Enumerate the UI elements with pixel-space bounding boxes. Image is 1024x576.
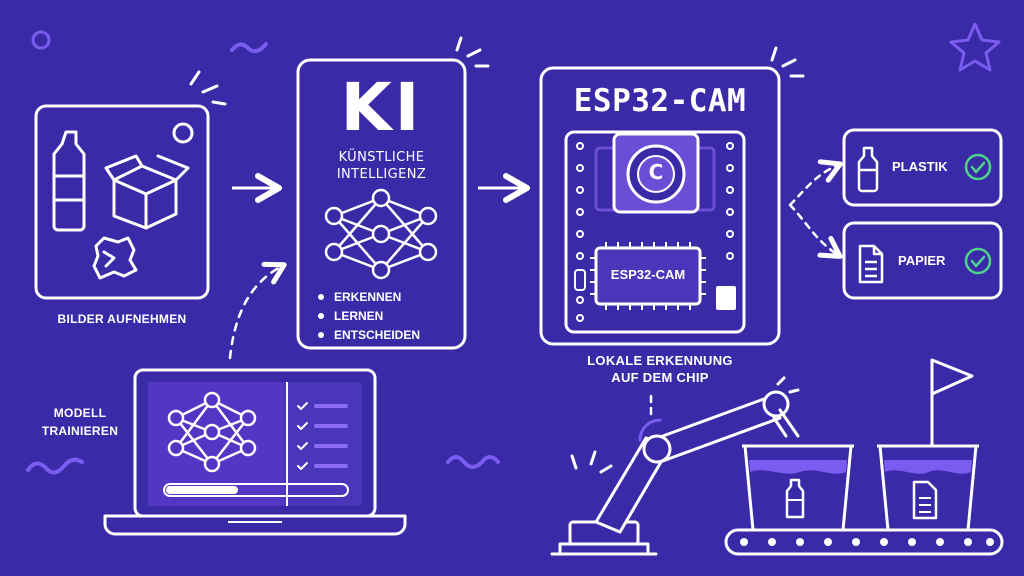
flash-led-icon	[716, 286, 736, 310]
bullet-dot-icon	[318, 293, 324, 300]
ki-card	[296, 58, 467, 350]
arrow-training-to-ki	[228, 261, 287, 360]
deco-squiggle-icon	[230, 42, 268, 54]
ki-bullet-label: LERNEN	[334, 308, 384, 323]
bullet-dot-icon	[318, 331, 324, 338]
esp-caption-line2: AUF DEM CHIP	[611, 370, 709, 385]
box-icon	[104, 154, 190, 230]
bottle-icon	[52, 130, 86, 232]
chip-label: ESP32-CAM	[610, 267, 686, 282]
laptop-icon	[103, 368, 407, 536]
train-model-label-line1: MODELL	[53, 406, 107, 420]
bin-papier-icon	[877, 358, 979, 532]
flag-icon	[930, 358, 974, 396]
crumpled-paper-icon	[92, 236, 138, 280]
ki-bullet-label: ENTSCHEIDEN	[334, 327, 421, 342]
ki-title: KI	[340, 69, 423, 146]
camera-letter: C	[648, 160, 664, 184]
ki-subtitle-line2: INTELLIGENZ	[336, 167, 427, 182]
training-progress-bar	[163, 483, 349, 497]
capture-images-label: BILDER AUFNEHMEN	[57, 312, 187, 326]
output-papier-label: PAPIER	[898, 253, 946, 268]
output-plastik-card	[842, 128, 1003, 207]
bottle-icon	[857, 146, 879, 193]
conveyor-belt-icon	[724, 528, 1004, 556]
ki-subtitle-line1: KÜNSTLICHE	[338, 150, 425, 165]
camera-module-icon	[612, 132, 700, 214]
output-arrows	[788, 159, 843, 259]
laptop-network-icon	[167, 391, 257, 473]
deco-circle-icon	[31, 30, 51, 50]
ki-bullet-item: ERKENNEN	[318, 287, 458, 306]
ki-bullet-item: ENTSCHEIDEN	[318, 325, 458, 344]
esp-caption-line1: LOKALE ERKENNUNG	[587, 353, 733, 368]
output-papier-card	[842, 221, 1003, 300]
background-decorations	[26, 22, 1001, 475]
ki-bullet-label: ERKENNEN	[334, 289, 402, 304]
esp-title: ESP32-CAM	[573, 83, 747, 119]
train-model-label-line2: TRAINIEREN	[41, 424, 119, 438]
spark-marks	[189, 36, 805, 474]
chip-icon	[590, 242, 706, 310]
bullet-dot-icon	[318, 312, 324, 319]
output-plastik-label: PLASTIK	[892, 159, 948, 174]
ki-bullet-list: ERKENNEN LERNEN ENTSCHEIDEN	[318, 287, 458, 344]
esp32-board-icon	[564, 130, 746, 334]
deco-squiggle-icon	[446, 455, 500, 469]
capture-images-card	[34, 104, 210, 300]
deco-squiggle-icon	[26, 457, 84, 475]
document-icon	[858, 244, 884, 284]
robot-arm-icon	[550, 390, 800, 556]
ki-bullet-item: LERNEN	[318, 306, 458, 325]
bin-plastik-icon	[742, 444, 854, 532]
neural-network-icon	[324, 188, 438, 280]
check-icon	[964, 153, 992, 181]
deco-star-icon	[949, 22, 1001, 72]
camera-lens-dot-icon	[172, 122, 194, 144]
check-icon	[964, 247, 992, 275]
esp32-cam-card	[539, 66, 781, 346]
checklist-icon	[297, 402, 348, 470]
